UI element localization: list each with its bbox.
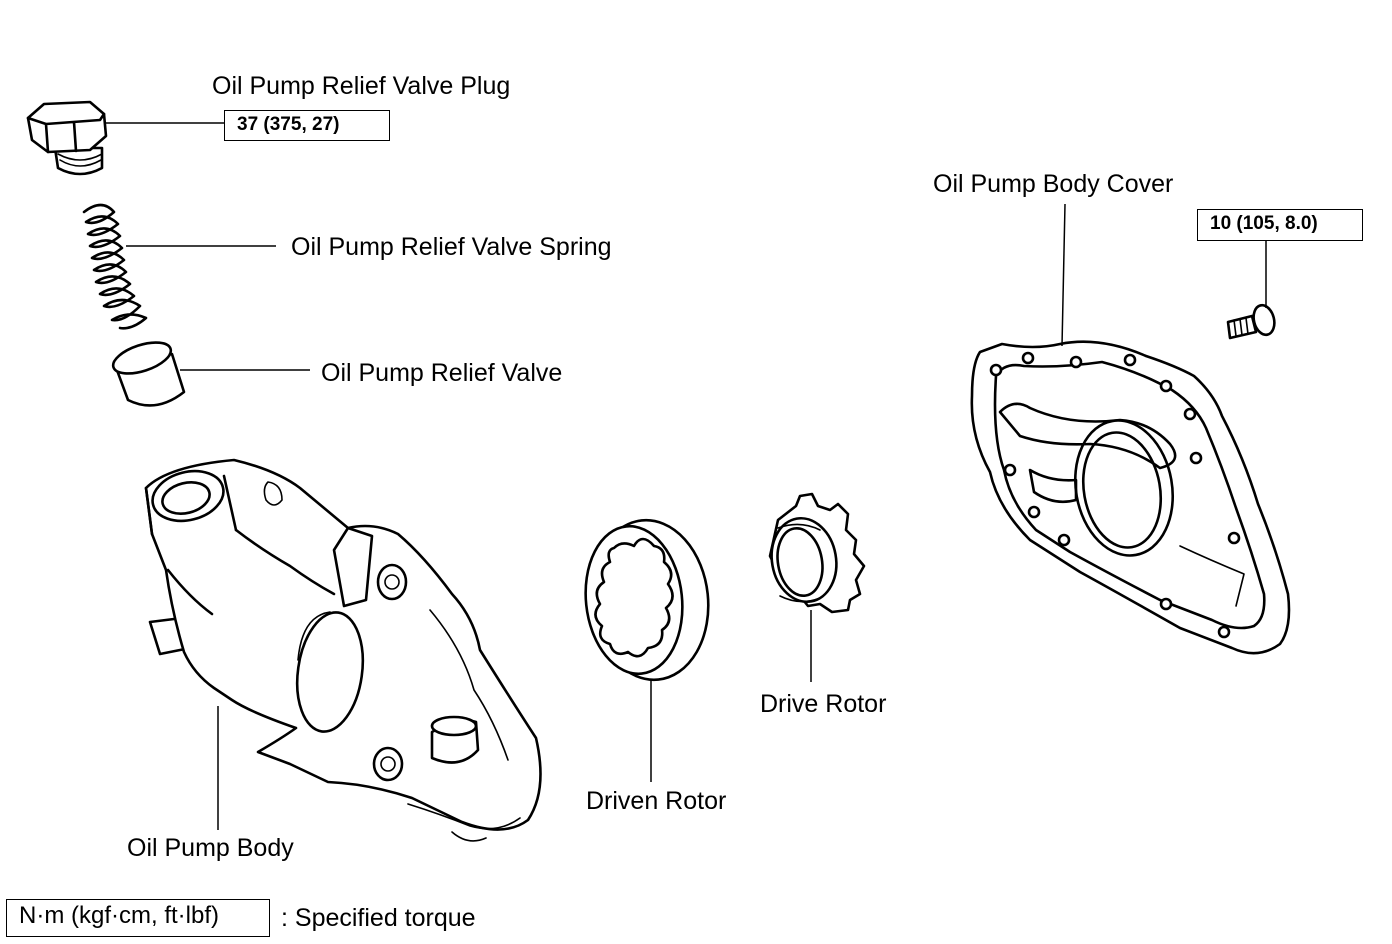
body-cover-label: Oil Pump Body Cover — [933, 170, 1174, 198]
relief-valve-plug-label: Oil Pump Relief Valve Plug — [212, 72, 511, 100]
legend-units-box: N·m (kgf·cm, ft·lbf) — [6, 899, 270, 937]
leader-lines — [104, 122, 1267, 830]
drive-rotor-drawing — [768, 492, 866, 614]
driven-rotor-label: Driven Rotor — [586, 787, 727, 815]
oil-pump-body-cover-drawing — [970, 340, 1291, 655]
relief-valve-spring-label: Oil Pump Relief Valve Spring — [291, 233, 612, 261]
drive-rotor-label: Drive Rotor — [760, 690, 887, 718]
legend-description: : Specified torque — [281, 904, 476, 932]
plug-torque-box: 37 (375, 27) — [224, 110, 390, 141]
relief-valve-plug-drawing — [26, 100, 108, 176]
cover-screw-drawing — [1226, 303, 1276, 340]
relief-valve-drawing — [111, 341, 186, 407]
relief-valve-spring-drawing — [82, 203, 148, 330]
pump-body-label: Oil Pump Body — [127, 834, 294, 862]
driven-rotor-drawing — [584, 518, 710, 682]
cover-screw-torque-box: 10 (105, 8.0) — [1197, 209, 1363, 241]
oil-pump-body-drawing — [144, 458, 542, 842]
relief-valve-label: Oil Pump Relief Valve — [321, 359, 563, 387]
